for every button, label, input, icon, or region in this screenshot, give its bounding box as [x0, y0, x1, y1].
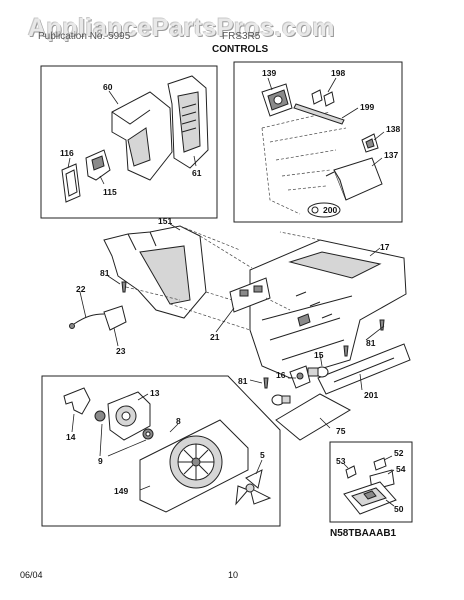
part-81-screws — [121, 281, 385, 389]
watermark-logo: AppliancePartsPros.com — [28, 14, 335, 42]
callout-9: 9 — [98, 456, 103, 466]
callout-149: 149 — [114, 486, 128, 496]
callout-198: 198 — [331, 68, 345, 78]
part-5-fan-blade — [235, 469, 272, 506]
callout-199: 199 — [360, 102, 374, 112]
publication-number: Publication No. 5995 — [38, 31, 131, 42]
callout-16: 16 — [276, 370, 286, 380]
callout-15: 15 — [314, 350, 324, 360]
part-23-clip — [103, 305, 127, 331]
part-14-bracket — [63, 387, 91, 415]
part-138-bracket — [361, 133, 379, 153]
part-75-cover — [275, 393, 352, 441]
callout-53: 53 — [336, 456, 346, 466]
part-16-socket — [289, 365, 311, 389]
part-60-housing — [111, 91, 173, 181]
section-title: CONTROLS — [212, 44, 269, 55]
callout-81-c: 81 — [238, 376, 248, 386]
callout-151: 151 — [158, 216, 172, 226]
callout-13: 13 — [150, 388, 160, 398]
callout-138: 138 — [386, 124, 400, 134]
callout-200: 200 — [323, 205, 337, 215]
part-115-switch — [85, 149, 111, 181]
panel-top-right — [233, 61, 403, 223]
part-15-lamp — [307, 366, 329, 378]
footer-date: 06/04 — [20, 570, 43, 580]
footer-page-number: 10 — [228, 570, 239, 580]
part-201-cover-strip — [317, 343, 411, 395]
callout-8: 8 — [176, 416, 181, 426]
part-139-light-socket — [261, 83, 293, 117]
callout-115: 115 — [103, 187, 117, 197]
callout-22: 22 — [76, 284, 86, 294]
part-52-clip — [373, 457, 387, 471]
callout-14: 14 — [66, 432, 76, 442]
part-198-clips — [311, 89, 335, 107]
part-199-rod — [293, 103, 345, 125]
model-number: FRS3R5 — [222, 31, 261, 42]
part-61-shroud — [167, 75, 209, 169]
callout-5: 5 — [260, 450, 265, 460]
callout-201: 201 — [364, 390, 378, 400]
callout-21: 21 — [210, 332, 220, 342]
callout-60: 60 — [103, 82, 113, 92]
callout-81-a: 81 — [100, 268, 110, 278]
part-53-clip — [345, 465, 357, 479]
part-137-module — [325, 157, 383, 201]
callout-50: 50 — [394, 504, 404, 514]
part-200-badge — [307, 202, 341, 218]
part-22-thermistor — [69, 313, 105, 329]
part-116-bracket — [61, 163, 81, 203]
callout-54: 54 — [396, 464, 406, 474]
part-17-control-housing — [249, 239, 407, 379]
callout-17: 17 — [380, 242, 390, 252]
callout-139: 139 — [262, 68, 276, 78]
callout-61: 61 — [192, 168, 202, 178]
callout-23: 23 — [116, 346, 126, 356]
panel-top-left — [40, 65, 218, 219]
part-149-fan-cover — [139, 419, 249, 513]
panel-fan — [41, 375, 281, 527]
callout-116: 116 — [60, 148, 74, 158]
callout-137: 137 — [384, 150, 398, 160]
panel-bottom-right — [329, 441, 413, 523]
diagram-code: N58TBAAAB1 — [330, 528, 397, 539]
callout-81-b: 81 — [366, 338, 376, 348]
part-21-control-board — [229, 277, 271, 313]
callout-52: 52 — [394, 448, 404, 458]
callout-75: 75 — [336, 426, 346, 436]
part-9-grommet-a — [94, 410, 106, 422]
part-50-control-board — [343, 481, 397, 515]
part-13-fan-motor — [107, 391, 151, 441]
part-lamp-bulb — [271, 394, 291, 406]
part-151-air-duct — [103, 225, 207, 319]
